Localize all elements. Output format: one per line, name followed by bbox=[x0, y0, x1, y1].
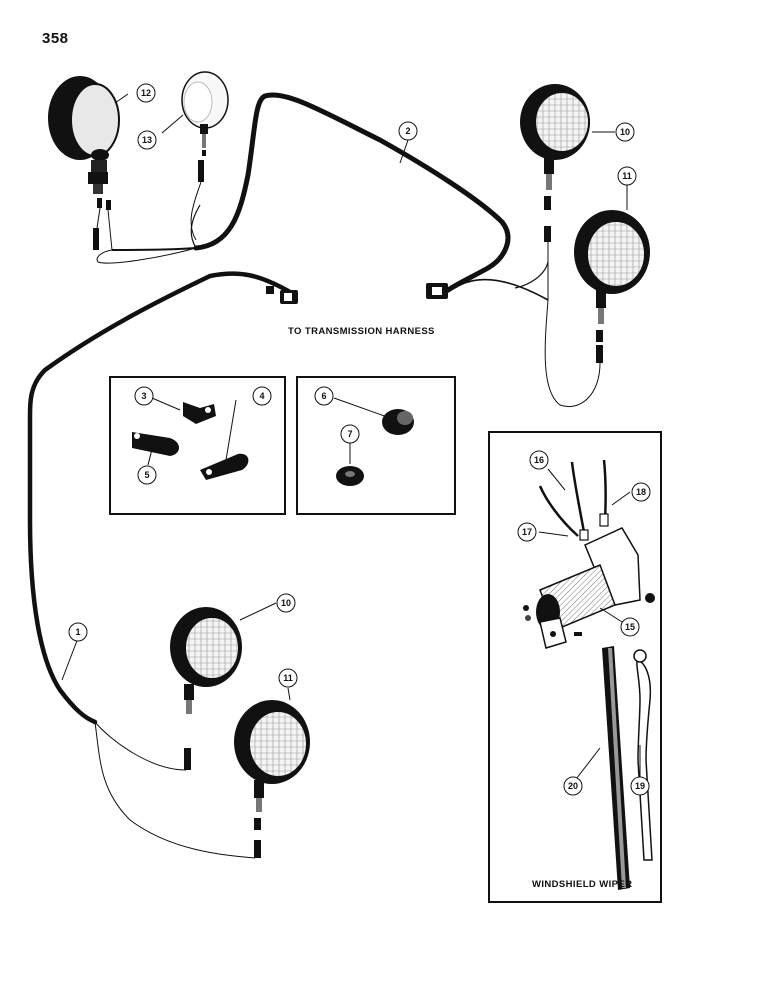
callout-2: 2 bbox=[405, 126, 410, 136]
callout-3: 3 bbox=[141, 391, 146, 401]
callout-10-lower: 10 bbox=[281, 598, 291, 608]
clip-5 bbox=[132, 432, 179, 456]
callout-13: 13 bbox=[142, 135, 152, 145]
lamp-11-upper bbox=[574, 210, 650, 363]
callout-19: 19 bbox=[635, 781, 645, 791]
lamp-10-lower bbox=[170, 607, 242, 770]
upper-left-pigtails bbox=[93, 150, 206, 250]
callout-7: 7 bbox=[347, 429, 352, 439]
transmission-harness-caption: TO TRANSMISSION HARNESS bbox=[288, 326, 435, 337]
callout-12: 12 bbox=[141, 88, 151, 98]
upper-harness bbox=[96, 92, 549, 301]
grommet-7 bbox=[336, 466, 364, 486]
lower-harness-plug bbox=[266, 286, 298, 304]
center-connector bbox=[426, 283, 448, 299]
callout-11-lower: 11 bbox=[283, 673, 293, 683]
clip-box bbox=[109, 376, 286, 515]
callout-6: 6 bbox=[321, 391, 326, 401]
callout-1: 1 bbox=[75, 627, 80, 637]
lamp-11-lower bbox=[234, 700, 310, 858]
wiper-arm-19 bbox=[633, 649, 653, 861]
lamp-12 bbox=[48, 76, 120, 194]
clip-3 bbox=[183, 402, 216, 424]
callout-15: 15 bbox=[625, 622, 635, 632]
callout-10-upper: 10 bbox=[620, 127, 630, 137]
callout-5: 5 bbox=[144, 470, 149, 480]
lamp-10-upper bbox=[520, 84, 590, 242]
grommet-box bbox=[296, 376, 456, 515]
page-number: 358 bbox=[42, 30, 69, 47]
wiper-blade-20 bbox=[602, 646, 630, 890]
lower-harness bbox=[27, 271, 293, 859]
callout-17: 17 bbox=[522, 527, 532, 537]
wiper-motor-15 bbox=[523, 527, 655, 649]
grommet-6 bbox=[382, 409, 414, 435]
clip-4 bbox=[200, 453, 249, 480]
callout-11-upper: 11 bbox=[622, 171, 632, 181]
callout-20: 20 bbox=[568, 781, 578, 791]
windshield-wiper-caption: WINDSHIELD WIPER bbox=[532, 879, 633, 890]
wiper-box bbox=[488, 431, 662, 903]
callout-4: 4 bbox=[259, 391, 264, 401]
callout-16: 16 bbox=[534, 455, 544, 465]
callout-18: 18 bbox=[636, 487, 646, 497]
lamp-13 bbox=[181, 71, 229, 148]
